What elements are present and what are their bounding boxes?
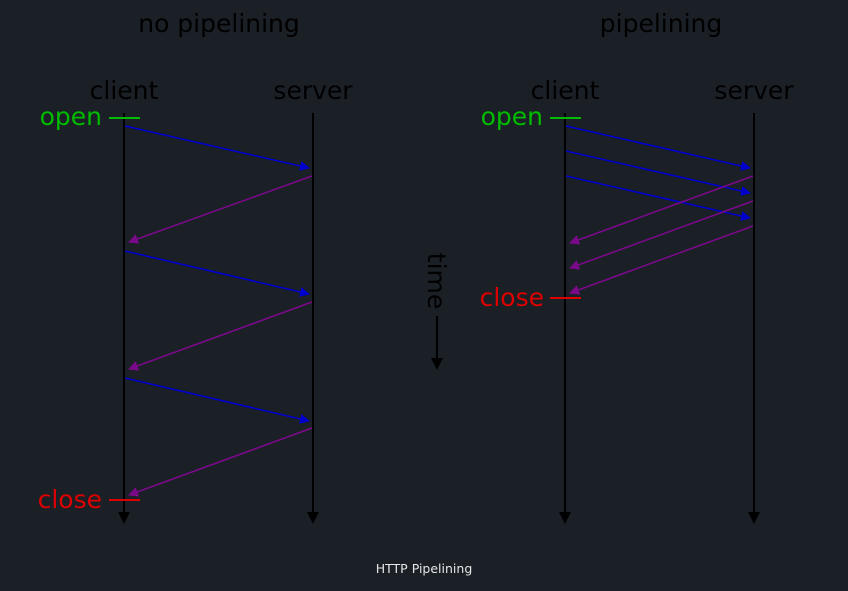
no-pipelining-close-label: close (38, 485, 102, 514)
no-pipelining-diagram: no pipelining client server open close (38, 9, 353, 524)
no-pipelining-title: no pipelining (138, 9, 300, 38)
no-pipelining-server-label: server (273, 76, 353, 105)
pipelining-client-label: client (531, 76, 600, 105)
request-arrow (565, 175, 751, 221)
request-arrow (124, 125, 310, 171)
response-arrow (128, 427, 313, 497)
no-pipelining-client-label: client (90, 76, 159, 105)
response-arrow (128, 175, 313, 244)
pipelining-title: pipelining (600, 9, 722, 38)
figure-caption: HTTP Pipelining (375, 561, 473, 576)
pipelining-server-label: server (714, 76, 794, 105)
request-arrow (565, 125, 751, 171)
request-arrow (124, 377, 310, 424)
time-label: time (422, 253, 451, 309)
no-pipelining-open-label: open (40, 102, 102, 131)
time-axis: time (422, 253, 451, 370)
response-arrow (569, 200, 754, 270)
request-arrow (124, 250, 310, 297)
request-arrow (565, 150, 751, 196)
response-arrow (569, 175, 754, 245)
response-arrow (128, 301, 313, 371)
pipelining-open-label: open (481, 102, 543, 131)
response-arrow (569, 225, 754, 295)
pipelining-diagram-right: pipelining client server open close (480, 9, 794, 524)
pipelining-close-label: close (480, 283, 544, 312)
